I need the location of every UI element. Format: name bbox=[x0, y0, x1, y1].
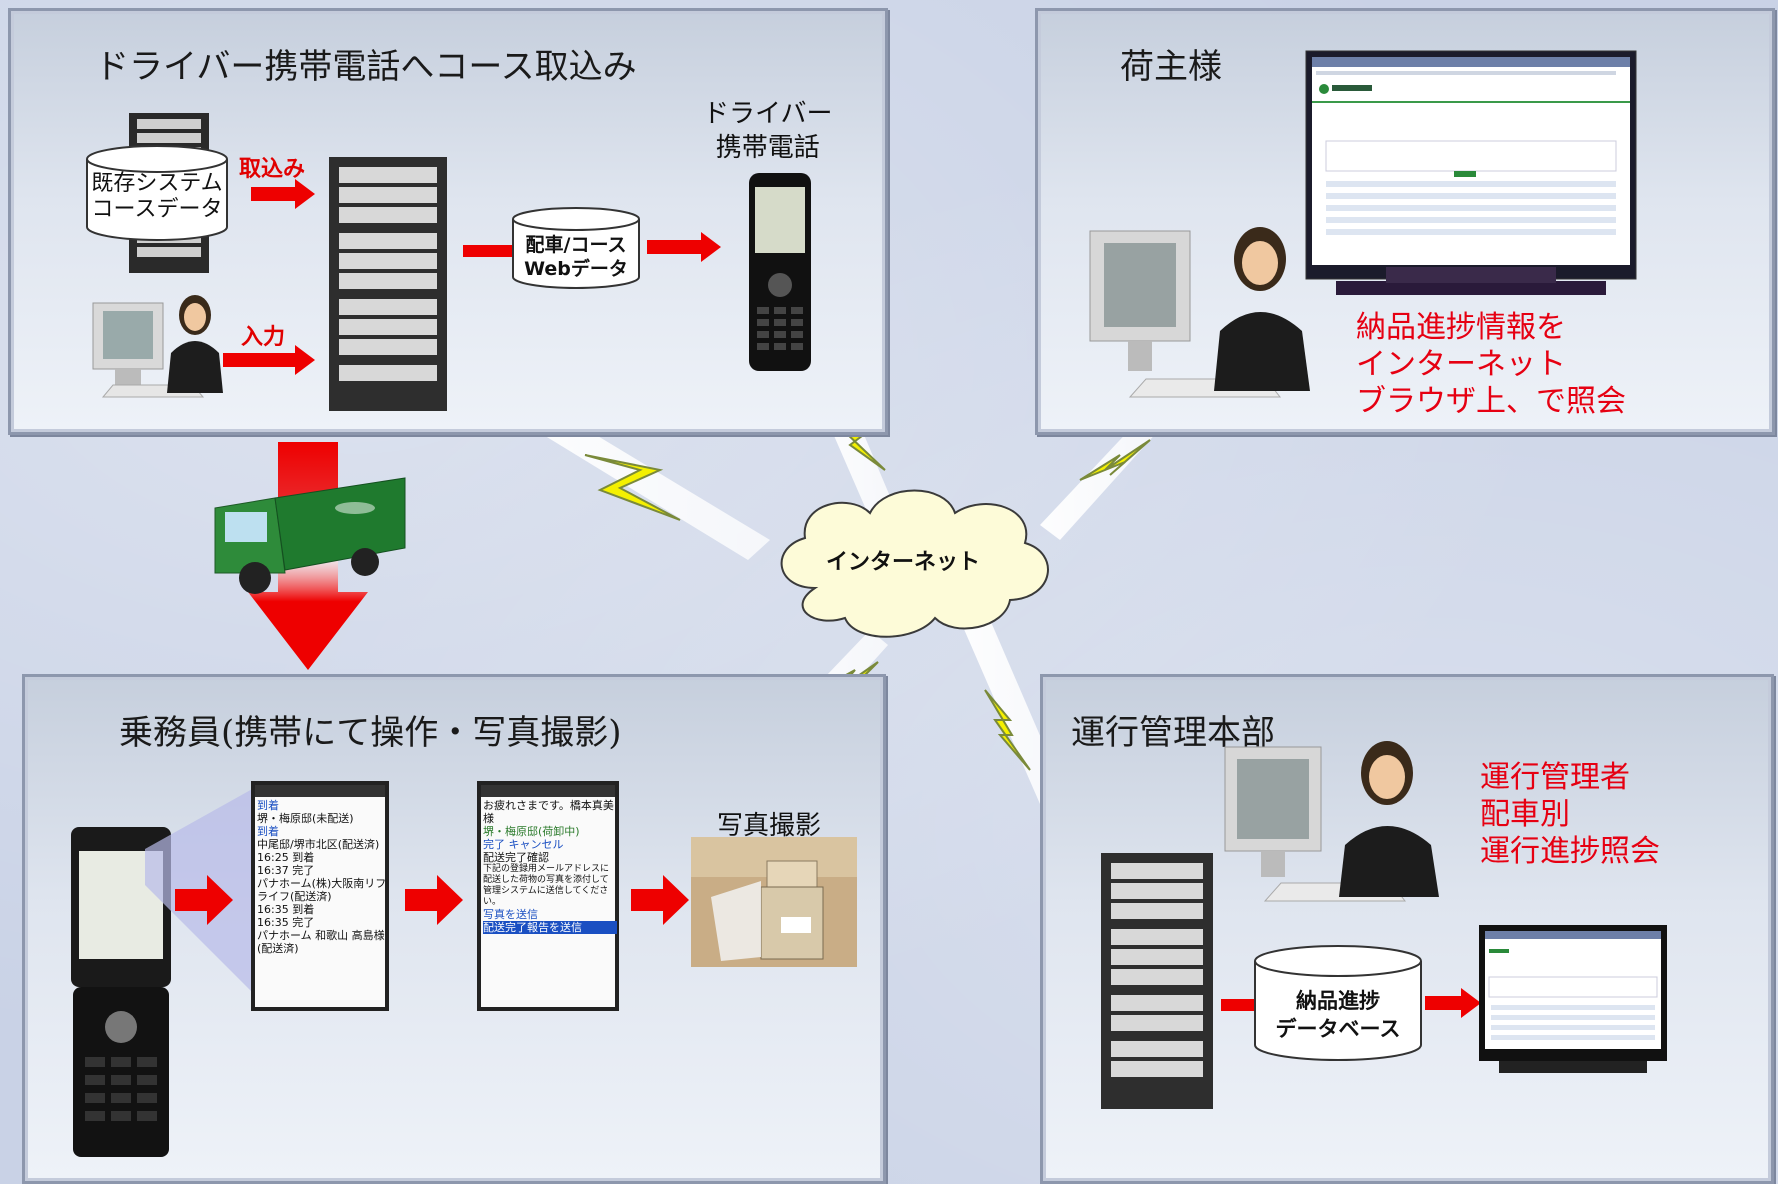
progress-db-label: 納品進捗 データベース bbox=[1275, 989, 1401, 1041]
monitor-icon bbox=[1305, 50, 1637, 295]
shipper-description: 納品進捗情報を インターネット ブラウザ上、で照会 bbox=[1356, 310, 1626, 419]
panel-title: ドライバー携帯電話へコース取込み bbox=[95, 47, 637, 87]
screen1-content: 到着 堺・梅原邸(未配送) 到着 中尾邸/堺市北区(配送済) 16:25 到着 … bbox=[257, 799, 387, 955]
phone-screen-2: お疲れさまです。橋本真美様 堺・梅原邸(荷卸中) 完了 キャンセル 配送完了確認… bbox=[477, 781, 619, 1011]
existing-db-label: 既存システム コースデータ bbox=[91, 171, 223, 222]
import-arrow bbox=[251, 179, 315, 209]
screen2-content: お疲れさまです。橋本真美様 堺・梅原邸(荷卸中) 完了 キャンセル 配送完了確認… bbox=[483, 799, 617, 934]
lightning-bolt-icon bbox=[1040, 408, 1168, 540]
internet-label: インターネット bbox=[826, 550, 981, 575]
to-phone-arrow bbox=[647, 232, 721, 262]
truck-icon bbox=[214, 477, 406, 594]
to-db-arrow bbox=[1221, 999, 1261, 1011]
mobile-phone-icon bbox=[71, 827, 171, 1157]
operations-hq-panel: 運行管理本部 運行管理者 配車別 運行進捗照会 納品進捗 データベース bbox=[1040, 674, 1774, 1184]
phone-screen-1: 到着 堺・梅原邸(未配送) 到着 中尾邸/堺市北区(配送済) 16:25 到着 … bbox=[251, 781, 389, 1011]
operator-woman-icon bbox=[1089, 227, 1310, 398]
web-db-label: 配車/コース Webデータ bbox=[524, 234, 628, 280]
driver-phone-label: ドライバー 携帯電話 bbox=[703, 99, 833, 163]
input-label: 入力 bbox=[241, 325, 286, 350]
server-rack-icon bbox=[1101, 853, 1213, 1109]
operations-description: 運行管理者 配車別 運行進捗照会 bbox=[1480, 760, 1660, 869]
database-cylinder-icon bbox=[1254, 945, 1422, 1061]
server-rack-icon bbox=[329, 157, 447, 411]
monitor-icon bbox=[1479, 925, 1667, 1073]
database-cylinder-icon bbox=[86, 145, 228, 241]
to-monitor-arrow bbox=[1425, 988, 1481, 1018]
to-web-db-arrow bbox=[463, 245, 515, 257]
crew-panel: 乗務員(携帯にて操作・写真撮影) 到着 堺・梅原邸(未配送) 到着 中尾邸/堺市… bbox=[22, 674, 886, 1184]
mobile-phone-icon bbox=[749, 173, 811, 371]
operator-woman-icon bbox=[92, 295, 223, 398]
course-import-panel: ドライバー携帯電話へコース取込み 既存システム コースデータ 取込み 入力 bbox=[8, 8, 888, 435]
internet-cloud-icon bbox=[780, 489, 1049, 638]
input-arrow bbox=[223, 345, 315, 375]
panel-title: 荷主様 bbox=[1120, 47, 1222, 87]
step-arrow bbox=[175, 875, 233, 925]
panel-title: 乗務員(携帯にて操作・写真撮影) bbox=[119, 713, 622, 753]
panel-title: 運行管理本部 bbox=[1071, 713, 1275, 753]
step-arrow bbox=[631, 875, 689, 925]
photo-thumbnail bbox=[691, 837, 857, 967]
database-cylinder-icon bbox=[512, 207, 640, 289]
photo-label: 写真撮影 bbox=[717, 811, 822, 841]
step-arrow bbox=[405, 875, 463, 925]
import-label: 取込み bbox=[239, 157, 306, 182]
operator-woman-icon bbox=[1224, 741, 1439, 902]
shipper-panel: 荷主様 納品進捗情報を インターネット ブラウザ上、で照会 bbox=[1035, 8, 1775, 435]
